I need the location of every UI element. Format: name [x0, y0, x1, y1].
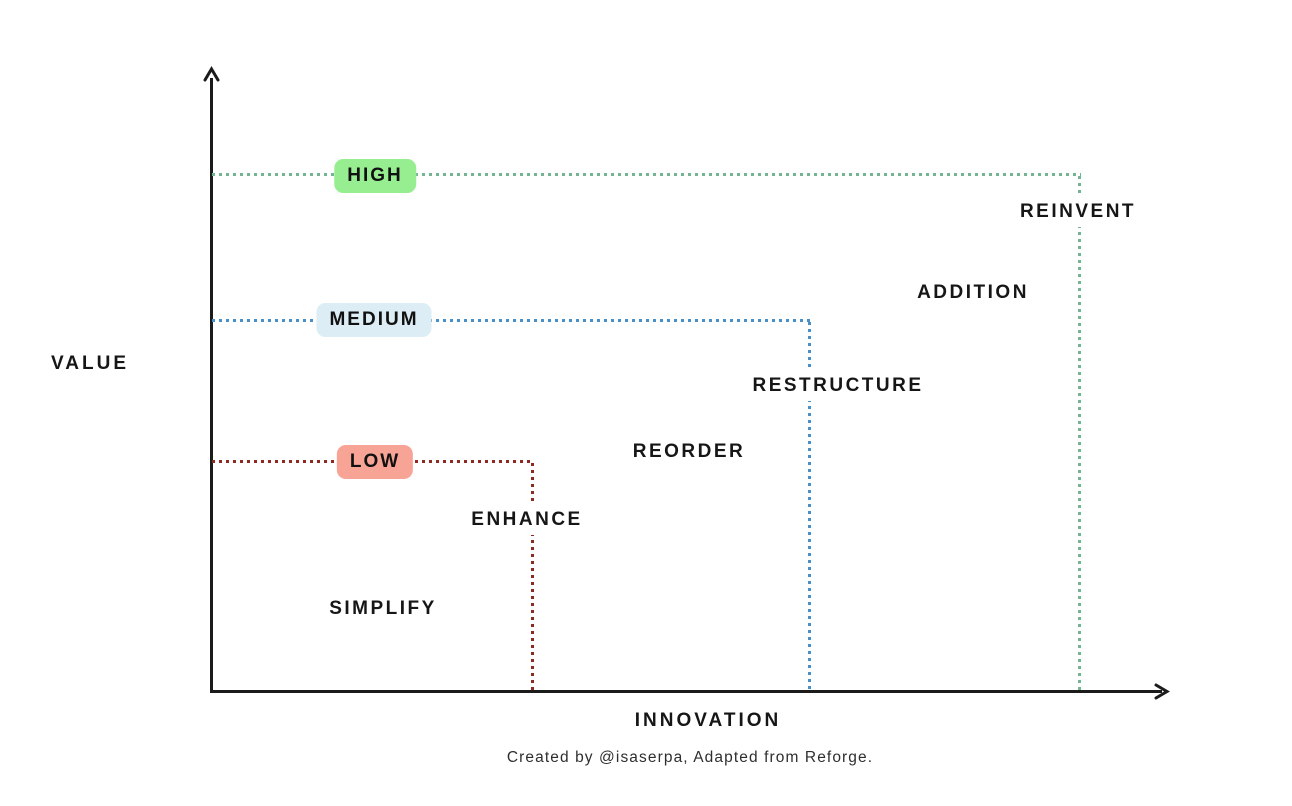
x-axis-label: INNOVATION: [634, 710, 782, 731]
y-axis-line: [210, 78, 213, 692]
high-level-line-vertical: [1078, 176, 1081, 692]
low-badge: LOW: [336, 445, 414, 479]
zone-label-reinvent: REINVENT: [1010, 197, 1146, 227]
medium-level-line-vertical: [808, 322, 811, 692]
y-axis-label: VALUE: [51, 353, 129, 374]
x-axis-arrow-icon: [1154, 683, 1170, 700]
low-level-line-vertical: [531, 463, 534, 692]
high-level-line-horizontal: [212, 173, 1081, 176]
high-badge: HIGH: [334, 159, 416, 193]
zone-label-simplify: SIMPLIFY: [329, 598, 437, 619]
zone-label-enhance: ENHANCE: [462, 505, 592, 535]
medium-badge: MEDIUM: [316, 303, 432, 337]
zone-label-restructure: RESTRUCTURE: [743, 371, 933, 401]
y-axis-arrow-icon: [203, 66, 220, 82]
zone-label-reorder: REORDER: [632, 441, 746, 462]
x-axis-line: [210, 690, 1162, 693]
caption: Created by @isaserpa, Adapted from Refor…: [506, 749, 874, 766]
zone-label-addition: ADDITION: [917, 282, 1029, 303]
medium-level-line-horizontal: [212, 319, 811, 322]
